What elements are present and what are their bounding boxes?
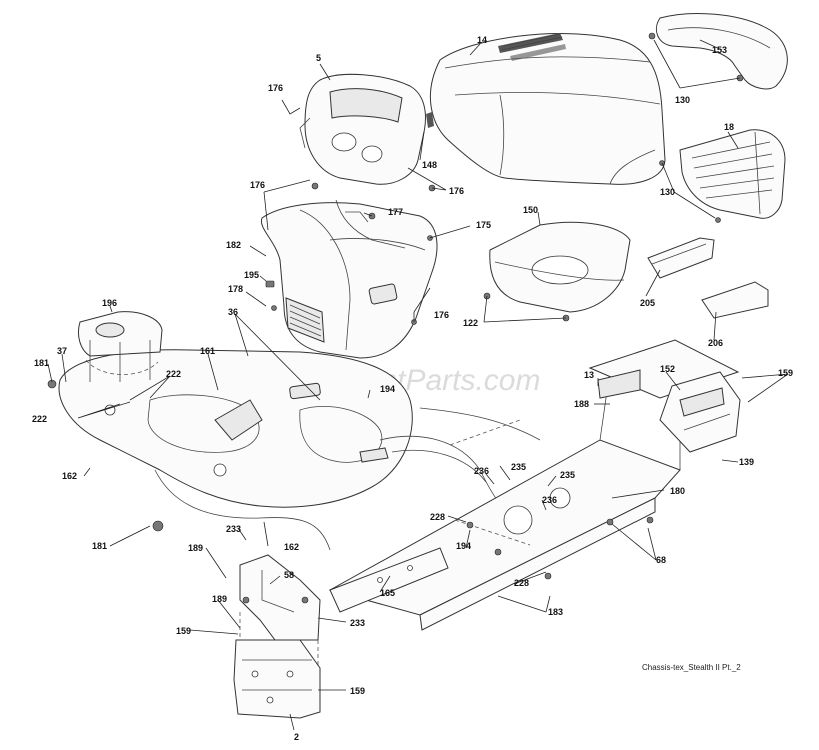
callout-236: 236 <box>474 466 489 476</box>
callout-178: 178 <box>228 284 243 294</box>
callout-58: 58 <box>284 570 294 580</box>
callout-14: 14 <box>477 35 487 45</box>
callout-5: 5 <box>316 53 321 63</box>
callout-194: 194 <box>456 541 471 551</box>
callout-196: 196 <box>102 298 117 308</box>
callout-175: 175 <box>476 220 491 230</box>
callout-152: 152 <box>660 364 675 374</box>
callout-2: 2 <box>294 732 299 742</box>
callout-68: 68 <box>656 555 666 565</box>
callout-176: 176 <box>434 310 449 320</box>
front-grille <box>659 129 786 223</box>
callout-176: 176 <box>449 186 464 196</box>
callout-139: 139 <box>739 457 754 467</box>
callout-159: 159 <box>350 686 365 696</box>
rear-shroud <box>483 221 631 322</box>
callout-13: 13 <box>584 370 594 380</box>
front-hitch-plate <box>233 639 321 719</box>
callout-150: 150 <box>523 205 538 215</box>
callout-228: 228 <box>430 512 445 522</box>
shield-206 <box>701 281 769 319</box>
callout-labels: 14 153 5 176 130 18 148 176 176 130 177 … <box>32 35 793 742</box>
callout-180: 180 <box>670 486 685 496</box>
leader-lines <box>47 39 789 731</box>
callout-188: 188 <box>574 399 589 409</box>
callout-176: 176 <box>268 83 283 93</box>
callout-161: 161 <box>200 346 215 356</box>
callout-159: 159 <box>176 626 191 636</box>
callout-36: 36 <box>228 307 238 317</box>
callout-235: 235 <box>511 462 526 472</box>
dash-panel <box>299 73 436 192</box>
callout-206: 206 <box>708 338 723 348</box>
callout-159: 159 <box>778 368 793 378</box>
callout-233: 233 <box>226 524 241 534</box>
callout-222: 222 <box>32 414 47 424</box>
callout-181: 181 <box>34 358 49 368</box>
callout-181: 181 <box>92 541 107 551</box>
side-rail-165 <box>329 547 449 613</box>
callout-162: 162 <box>62 471 77 481</box>
callout-153: 153 <box>712 45 727 55</box>
callout-182: 182 <box>226 240 241 250</box>
callout-183: 183 <box>548 607 563 617</box>
hood <box>426 33 666 185</box>
callout-165: 165 <box>380 588 395 598</box>
callout-18: 18 <box>724 122 734 132</box>
callout-177: 177 <box>388 207 403 217</box>
callout-37: 37 <box>57 346 67 356</box>
callout-162: 162 <box>284 542 299 552</box>
callout-148: 148 <box>422 160 437 170</box>
callout-176: 176 <box>250 180 265 190</box>
fuel-tank <box>47 311 163 389</box>
diagram-caption: Chassis-tex_Stealth II Pt._2 <box>642 663 741 672</box>
steering-tower <box>260 199 438 359</box>
callout-228: 228 <box>514 578 529 588</box>
front-bracket <box>239 554 321 690</box>
shield-205 <box>647 237 715 279</box>
callout-122: 122 <box>463 318 478 328</box>
callout-205: 205 <box>640 298 655 308</box>
callout-195: 195 <box>244 270 259 280</box>
callout-235: 235 <box>560 470 575 480</box>
callout-130: 130 <box>675 95 690 105</box>
callout-130: 130 <box>660 187 675 197</box>
callout-189: 189 <box>212 594 227 604</box>
callout-233: 233 <box>350 618 365 628</box>
callout-189: 189 <box>188 543 203 553</box>
front-bumper <box>648 13 788 90</box>
rear-plate <box>659 371 741 453</box>
callout-236: 236 <box>542 495 557 505</box>
callout-222: 222 <box>166 369 181 379</box>
callout-194: 194 <box>380 384 395 394</box>
hood-vents <box>498 33 566 61</box>
